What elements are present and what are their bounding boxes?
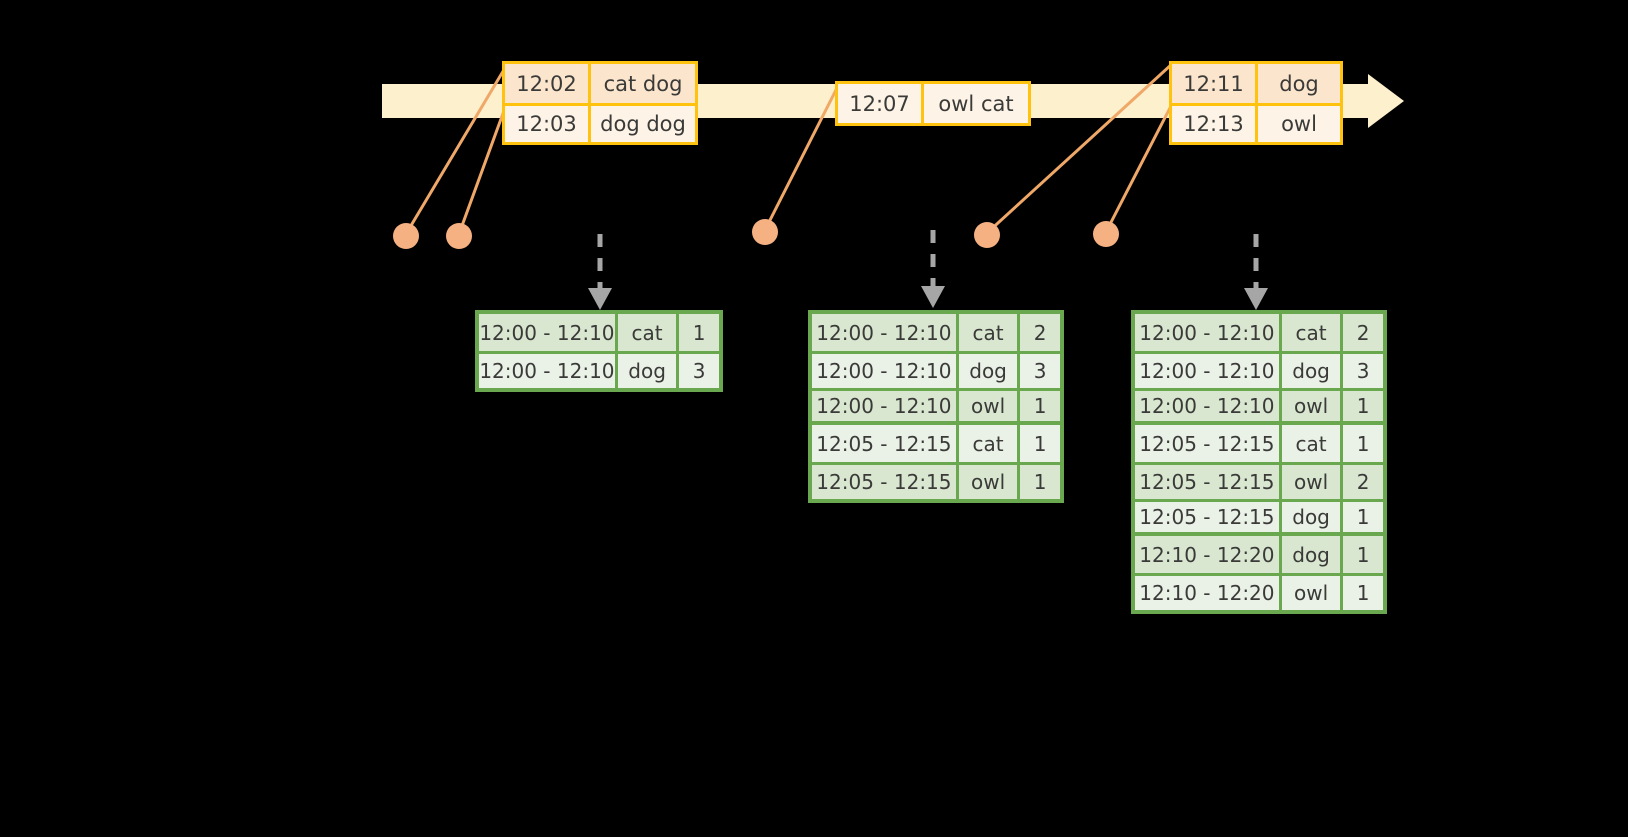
event-marker-dot-4 xyxy=(974,222,1000,248)
table-row[interactable]: 12:10 - 12:20 dog 1 xyxy=(1135,536,1383,573)
event-row[interactable]: 12:03 dog dog xyxy=(505,103,695,142)
table-row[interactable]: 12:05 - 12:15 dog 1 xyxy=(1135,499,1383,536)
table-row[interactable]: 12:05 - 12:15 owl 1 xyxy=(812,462,1060,499)
word-cell: dog xyxy=(1282,536,1344,573)
word-cell: dog xyxy=(959,354,1021,388)
count-cell: 1 xyxy=(1033,394,1047,418)
event-group-1[interactable]: 12:02 cat dog 12:03 dog dog xyxy=(502,61,698,145)
flow-arrow-head-2 xyxy=(921,286,945,308)
connector-line-3 xyxy=(763,85,840,231)
count-cell: 2 xyxy=(1033,320,1047,345)
timeline-arrowhead xyxy=(1368,74,1404,128)
result-table-2[interactable]: 12:00 - 12:10 cat 2 12:00 - 12:10 dog 3 … xyxy=(808,310,1064,503)
word-cell: dog xyxy=(1282,354,1344,388)
event-row[interactable]: 12:07 owl cat xyxy=(838,84,1028,123)
table-row[interactable]: 12:00 - 12:10 cat 1 xyxy=(479,314,719,351)
result-table-1[interactable]: 12:00 - 12:10 cat 1 12:00 - 12:10 dog 3 xyxy=(475,310,723,392)
window-cell: 12:00 - 12:10 xyxy=(479,354,618,388)
word-cell: owl xyxy=(1282,391,1344,421)
table-row[interactable]: 12:05 - 12:15 owl 2 xyxy=(1135,462,1383,499)
window-cell: 12:00 - 12:10 xyxy=(1135,354,1282,388)
window-cell: 12:00 - 12:10 xyxy=(812,314,959,351)
event-group-3[interactable]: 12:11 dog 12:13 owl xyxy=(1169,61,1343,145)
count-cell: 3 xyxy=(692,359,706,383)
count-cell: 1 xyxy=(1033,470,1047,494)
window-cell: 12:00 - 12:10 xyxy=(1135,314,1282,351)
flow-arrow-head-1 xyxy=(588,288,612,310)
flow-arrow-head-3 xyxy=(1244,288,1268,310)
event-marker-dot-1 xyxy=(393,223,419,249)
table-row[interactable]: 12:05 - 12:15 cat 1 xyxy=(812,425,1060,462)
event-marker-dot-3 xyxy=(752,219,778,245)
word-cell: owl xyxy=(1282,576,1344,610)
word-cell: owl xyxy=(959,465,1021,499)
count-cell: 2 xyxy=(1356,470,1370,494)
table-row[interactable]: 12:05 - 12:15 cat 1 xyxy=(1135,425,1383,462)
window-cell: 12:05 - 12:15 xyxy=(1135,465,1282,499)
event-time: 12:13 xyxy=(1172,106,1258,142)
event-words: dog xyxy=(1279,71,1319,96)
event-words: owl xyxy=(1281,112,1317,136)
count-cell: 1 xyxy=(692,320,706,345)
table-row[interactable]: 12:00 - 12:10 cat 2 xyxy=(1135,314,1383,351)
event-row[interactable]: 12:13 owl xyxy=(1172,103,1340,142)
window-cell: 12:00 - 12:10 xyxy=(812,354,959,388)
table-row[interactable]: 12:00 - 12:10 dog 3 xyxy=(1135,351,1383,388)
word-cell: dog xyxy=(1282,502,1344,532)
event-group-2[interactable]: 12:07 owl cat xyxy=(835,81,1031,126)
window-cell: 12:10 - 12:20 xyxy=(1135,536,1282,573)
table-row[interactable]: 12:00 - 12:10 cat 2 xyxy=(812,314,1060,351)
word-cell: cat xyxy=(959,425,1021,462)
event-words: dog dog xyxy=(600,112,686,136)
event-row[interactable]: 12:02 cat dog xyxy=(505,64,695,103)
event-time: 12:03 xyxy=(505,106,591,142)
count-cell: 1 xyxy=(1033,431,1047,456)
window-cell: 12:05 - 12:15 xyxy=(1135,425,1282,462)
window-cell: 12:00 - 12:10 xyxy=(479,314,618,351)
event-time: 12:07 xyxy=(838,84,924,123)
connector-line-1 xyxy=(404,67,507,235)
window-cell: 12:00 - 12:10 xyxy=(1135,391,1282,421)
count-cell: 1 xyxy=(1356,431,1370,456)
table-row[interactable]: 12:00 - 12:10 dog 3 xyxy=(812,351,1060,388)
window-cell: 12:05 - 12:15 xyxy=(812,465,959,499)
window-cell: 12:10 - 12:20 xyxy=(1135,576,1282,610)
table-row[interactable]: 12:00 - 12:10 dog 3 xyxy=(479,351,719,388)
table-row[interactable]: 12:10 - 12:20 owl 1 xyxy=(1135,573,1383,610)
word-cell: cat xyxy=(1282,314,1344,351)
count-cell: 1 xyxy=(1356,542,1370,567)
count-cell: 3 xyxy=(1356,359,1370,383)
word-cell: cat xyxy=(1282,425,1344,462)
count-cell: 3 xyxy=(1033,359,1047,383)
count-cell: 1 xyxy=(1356,581,1370,605)
event-time: 12:02 xyxy=(505,64,591,103)
window-cell: 12:05 - 12:15 xyxy=(1135,502,1282,532)
word-cell: owl xyxy=(959,391,1021,421)
table-row[interactable]: 12:00 - 12:10 owl 1 xyxy=(1135,388,1383,425)
word-cell: dog xyxy=(618,354,680,388)
event-marker-dot-5 xyxy=(1093,221,1119,247)
connector-line-2 xyxy=(457,107,507,235)
count-cell: 1 xyxy=(1356,505,1370,529)
event-words: owl cat xyxy=(938,91,1014,116)
count-cell: 1 xyxy=(1356,394,1370,418)
window-cell: 12:05 - 12:15 xyxy=(812,425,959,462)
event-time: 12:11 xyxy=(1172,64,1258,103)
result-table-3[interactable]: 12:00 - 12:10 cat 2 12:00 - 12:10 dog 3 … xyxy=(1131,310,1387,614)
word-cell: cat xyxy=(618,314,680,351)
count-cell: 2 xyxy=(1356,320,1370,345)
window-cell: 12:00 - 12:10 xyxy=(812,391,959,421)
word-cell: cat xyxy=(959,314,1021,351)
word-cell: owl xyxy=(1282,465,1344,499)
connector-line-5 xyxy=(1104,103,1174,233)
event-row[interactable]: 12:11 dog xyxy=(1172,64,1340,103)
table-row[interactable]: 12:00 - 12:10 owl 1 xyxy=(812,388,1060,425)
event-words: cat dog xyxy=(603,71,683,96)
event-marker-dot-2 xyxy=(446,223,472,249)
